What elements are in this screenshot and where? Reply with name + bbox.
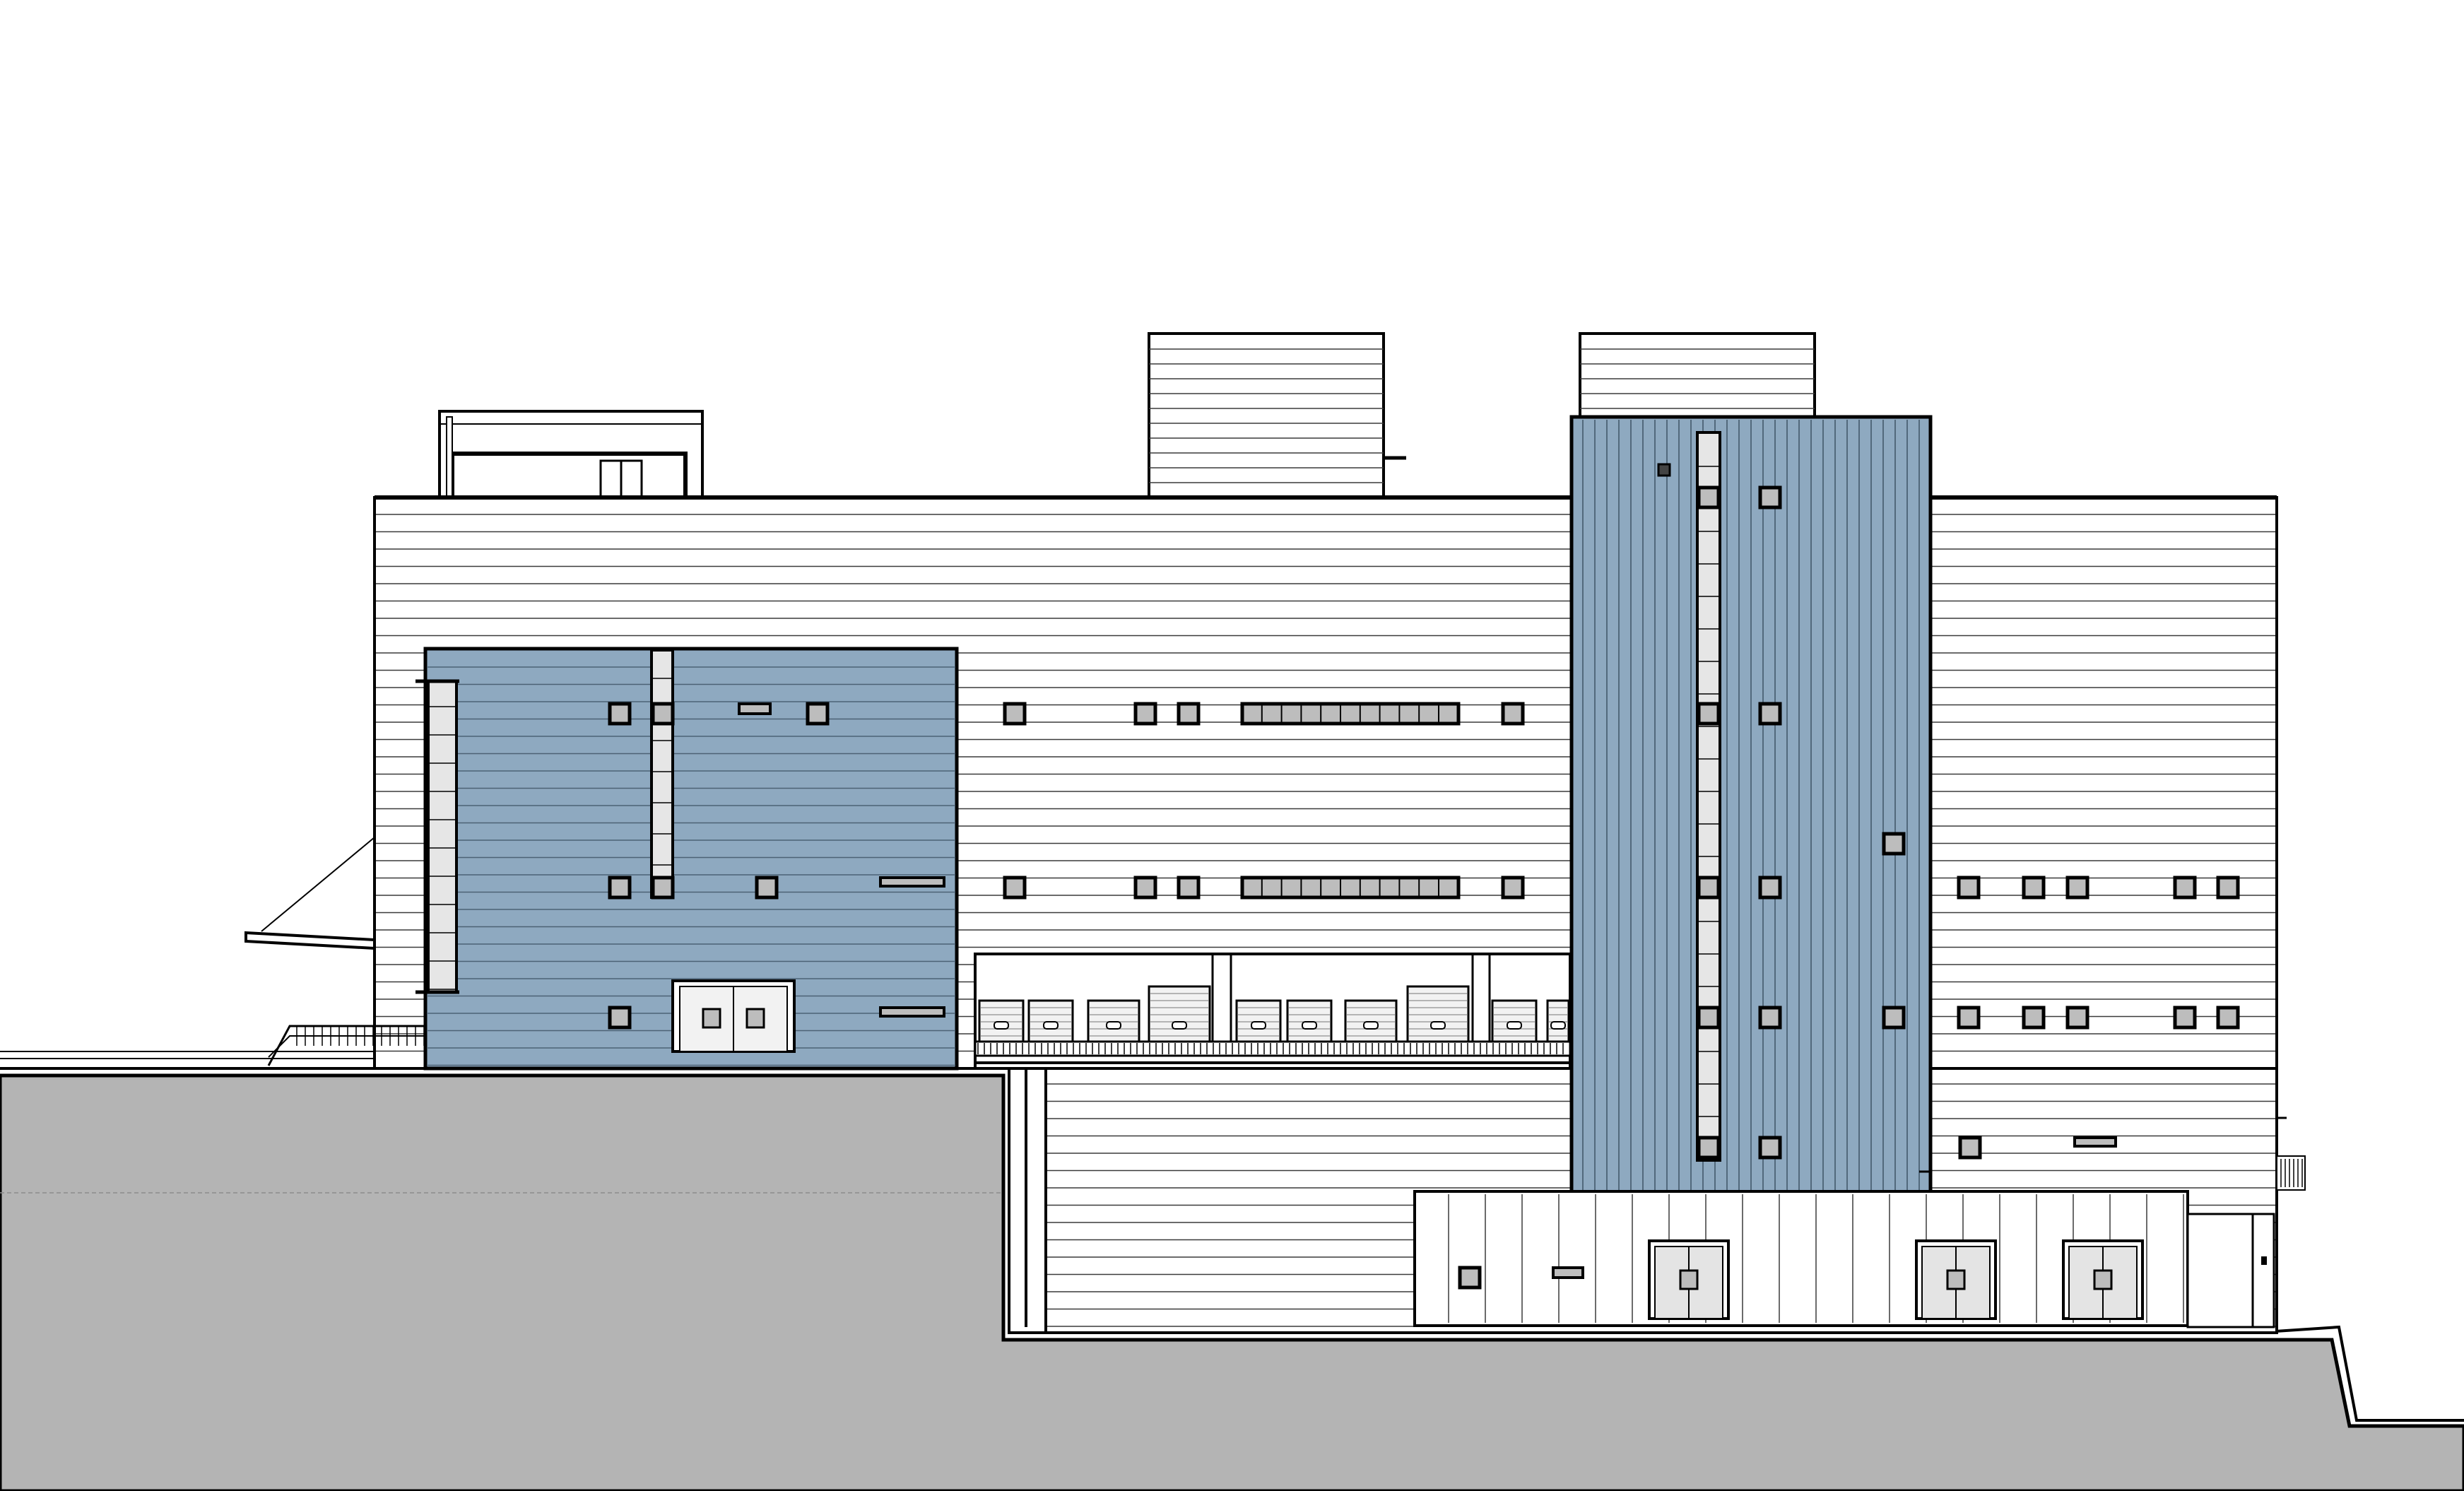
vertical-slot-window-panel	[650, 649, 674, 899]
dock-door	[1148, 985, 1211, 1043]
entry-stair-railing	[267, 1025, 425, 1066]
square-window	[1003, 702, 1027, 726]
square-window	[1501, 876, 1525, 900]
slot-window	[2073, 1136, 2117, 1148]
square-window	[1882, 1006, 1906, 1030]
lower-right-return	[2186, 1213, 2257, 1328]
dock-door	[978, 999, 1025, 1043]
square-window	[1501, 702, 1525, 726]
rooftop-unit-left	[438, 410, 704, 500]
square-window	[1697, 1136, 1721, 1160]
dock-door	[1546, 999, 1570, 1043]
loading-dock-recess	[974, 953, 1572, 1070]
square-window	[1177, 702, 1201, 726]
square-window	[1758, 702, 1782, 726]
square-window	[1758, 1006, 1782, 1030]
square-window	[1697, 485, 1721, 509]
vertical-window-strip-left	[415, 679, 459, 994]
square-window	[608, 1006, 632, 1030]
windows	[608, 485, 2240, 1290]
square-window	[1957, 876, 1981, 900]
entry-canopy	[244, 837, 376, 950]
tower-vertical-window-strip	[1696, 431, 1721, 1162]
square-window	[1882, 832, 1906, 856]
square-window	[651, 702, 675, 726]
square-window	[2216, 876, 2240, 900]
square-window	[1458, 1266, 1482, 1290]
dock-door	[1027, 999, 1074, 1043]
square-window	[1697, 1006, 1721, 1030]
square-window	[2065, 1006, 2089, 1030]
square-window	[2216, 1006, 2240, 1030]
square-window	[2065, 876, 2089, 900]
dock-door	[1491, 999, 1538, 1043]
lower-doors	[1648, 1239, 2144, 1320]
square-window	[2022, 876, 2046, 900]
tower-small-vent	[1657, 463, 1671, 477]
ribbon-window	[1240, 702, 1461, 726]
square-window	[1177, 876, 1201, 900]
lower-vertical-panel-section	[1413, 1190, 2189, 1327]
square-window	[651, 876, 675, 900]
square-window	[1758, 1136, 1782, 1160]
square-window	[608, 876, 632, 900]
slot-window	[879, 876, 945, 888]
square-window	[1697, 702, 1721, 726]
dock-doors	[978, 985, 1570, 1043]
square-window	[2173, 876, 2197, 900]
dock-door	[1406, 985, 1470, 1043]
square-window	[1758, 876, 1782, 900]
double-door	[1915, 1239, 1997, 1320]
square-window	[806, 702, 830, 726]
slot-window	[879, 1006, 945, 1018]
square-window	[755, 876, 779, 900]
square-window	[1133, 702, 1157, 726]
slot-window	[1552, 1266, 1584, 1279]
square-window	[1133, 876, 1157, 900]
ground-section	[0, 1073, 2464, 1491]
rooftop-unit-center	[1148, 332, 1406, 499]
slot-window	[738, 702, 772, 715]
dock-door	[1286, 999, 1333, 1043]
double-door	[2062, 1239, 2144, 1320]
square-window	[2173, 1006, 2197, 1030]
dock-door	[1344, 999, 1398, 1043]
rooftop-unit-right	[1579, 332, 1816, 420]
square-window	[608, 702, 632, 726]
square-window	[1758, 485, 1782, 509]
ribbon-window	[1240, 876, 1461, 900]
entry-door	[671, 979, 796, 1053]
square-window	[1958, 1136, 1982, 1160]
square-window	[1957, 1006, 1981, 1030]
dock-door	[1235, 999, 1282, 1043]
square-window	[1003, 876, 1027, 900]
square-window	[2022, 1006, 2046, 1030]
lower-door-marker	[2261, 1256, 2267, 1265]
square-window	[1697, 876, 1721, 900]
dock-door	[1087, 999, 1140, 1043]
lower-right-pilaster	[2251, 1213, 2275, 1328]
double-door	[1648, 1239, 1730, 1320]
